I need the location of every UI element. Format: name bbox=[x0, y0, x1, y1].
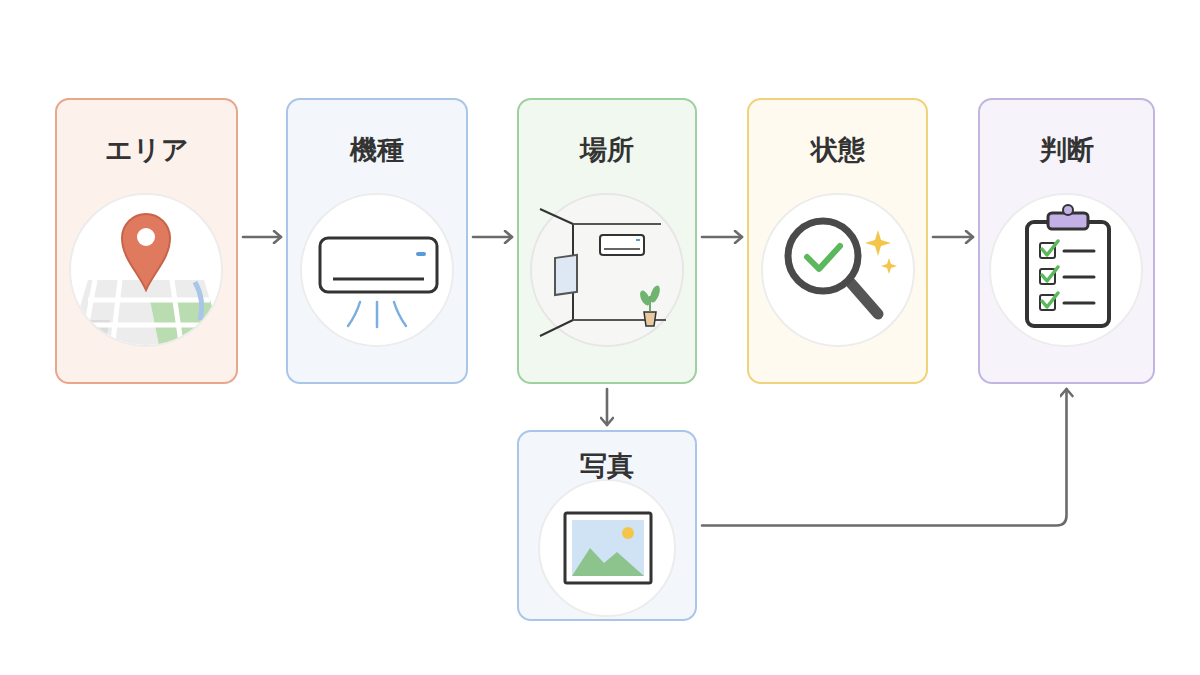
icon-part bbox=[122, 214, 170, 290]
icon-part bbox=[807, 246, 840, 269]
icon-part bbox=[1063, 205, 1073, 215]
place-box: 場所 bbox=[517, 98, 697, 384]
icon-part bbox=[1027, 222, 1109, 326]
box-heading: エリア bbox=[57, 134, 236, 166]
icon-part bbox=[622, 527, 634, 539]
icon-part bbox=[788, 221, 858, 291]
air-conditioner-icon bbox=[301, 194, 453, 346]
map-pin-icon bbox=[62, 194, 225, 350]
icon-part bbox=[572, 520, 644, 576]
icon-part bbox=[301, 194, 453, 346]
icon-part bbox=[573, 223, 661, 225]
flow-arrow bbox=[702, 236, 742, 239]
icon-part bbox=[648, 284, 662, 304]
icon-part bbox=[539, 480, 675, 616]
status-box: 状態 bbox=[747, 98, 928, 384]
picture-icon bbox=[539, 480, 675, 616]
icon-part bbox=[644, 312, 656, 326]
icon-part bbox=[70, 194, 222, 346]
icon-part bbox=[604, 248, 640, 250]
icon-part bbox=[649, 296, 651, 312]
clipboard-icon bbox=[990, 194, 1142, 346]
box-heading: 状態 bbox=[749, 134, 926, 166]
icon-part bbox=[348, 302, 406, 327]
icon-part bbox=[636, 239, 640, 241]
flow-arrow bbox=[933, 236, 973, 239]
icon-part bbox=[638, 289, 652, 307]
icon-part bbox=[1064, 276, 1094, 279]
icon-part bbox=[1064, 302, 1094, 305]
flow-arrow bbox=[243, 236, 281, 239]
icon-part bbox=[565, 513, 651, 583]
icon-part bbox=[416, 252, 426, 256]
icon-part bbox=[137, 228, 155, 246]
judgement-box: 判断 bbox=[978, 98, 1155, 384]
icon-part bbox=[531, 194, 683, 346]
icon-part bbox=[150, 300, 225, 350]
box-heading: 判断 bbox=[980, 134, 1153, 166]
icon-part bbox=[1042, 267, 1058, 281]
icon-part bbox=[572, 548, 644, 576]
icon-part bbox=[320, 238, 437, 292]
flow-arrow bbox=[473, 236, 512, 239]
icon-part bbox=[762, 194, 914, 346]
icon-part bbox=[1048, 213, 1088, 229]
area-box: エリア bbox=[55, 98, 238, 384]
icon-part bbox=[573, 319, 666, 321]
icon-part bbox=[600, 235, 644, 255]
flow-arrow bbox=[606, 389, 609, 425]
icon-part bbox=[1042, 293, 1058, 307]
box-heading: 場所 bbox=[519, 134, 695, 166]
icon-part bbox=[881, 258, 897, 274]
icon-part bbox=[1064, 250, 1094, 253]
icon-part bbox=[1042, 241, 1058, 307]
icon-part bbox=[62, 280, 225, 350]
icon-part bbox=[850, 282, 878, 314]
icon-part bbox=[1040, 269, 1055, 284]
icon-part bbox=[555, 255, 577, 295]
icon-part bbox=[80, 280, 218, 350]
icon-part bbox=[540, 209, 573, 336]
icon-part bbox=[67, 280, 225, 350]
icon-part bbox=[990, 194, 1142, 346]
box-heading: 機種 bbox=[288, 134, 466, 166]
icon-part bbox=[1040, 295, 1055, 310]
icon-part bbox=[865, 230, 891, 256]
room-icon bbox=[531, 194, 683, 346]
icon-part bbox=[62, 320, 110, 350]
icon-part bbox=[333, 278, 424, 281]
magnifier-icon bbox=[762, 194, 914, 346]
photo-box: 写真 bbox=[517, 430, 697, 621]
icon-part bbox=[1064, 251, 1094, 303]
icon-part bbox=[1040, 243, 1055, 310]
flow-arrow bbox=[702, 389, 1067, 526]
icon-part bbox=[1040, 243, 1055, 258]
box-heading: 写真 bbox=[519, 450, 695, 482]
icon-part bbox=[195, 282, 202, 320]
icon-part bbox=[1042, 241, 1058, 255]
model-box: 機種 bbox=[286, 98, 468, 384]
